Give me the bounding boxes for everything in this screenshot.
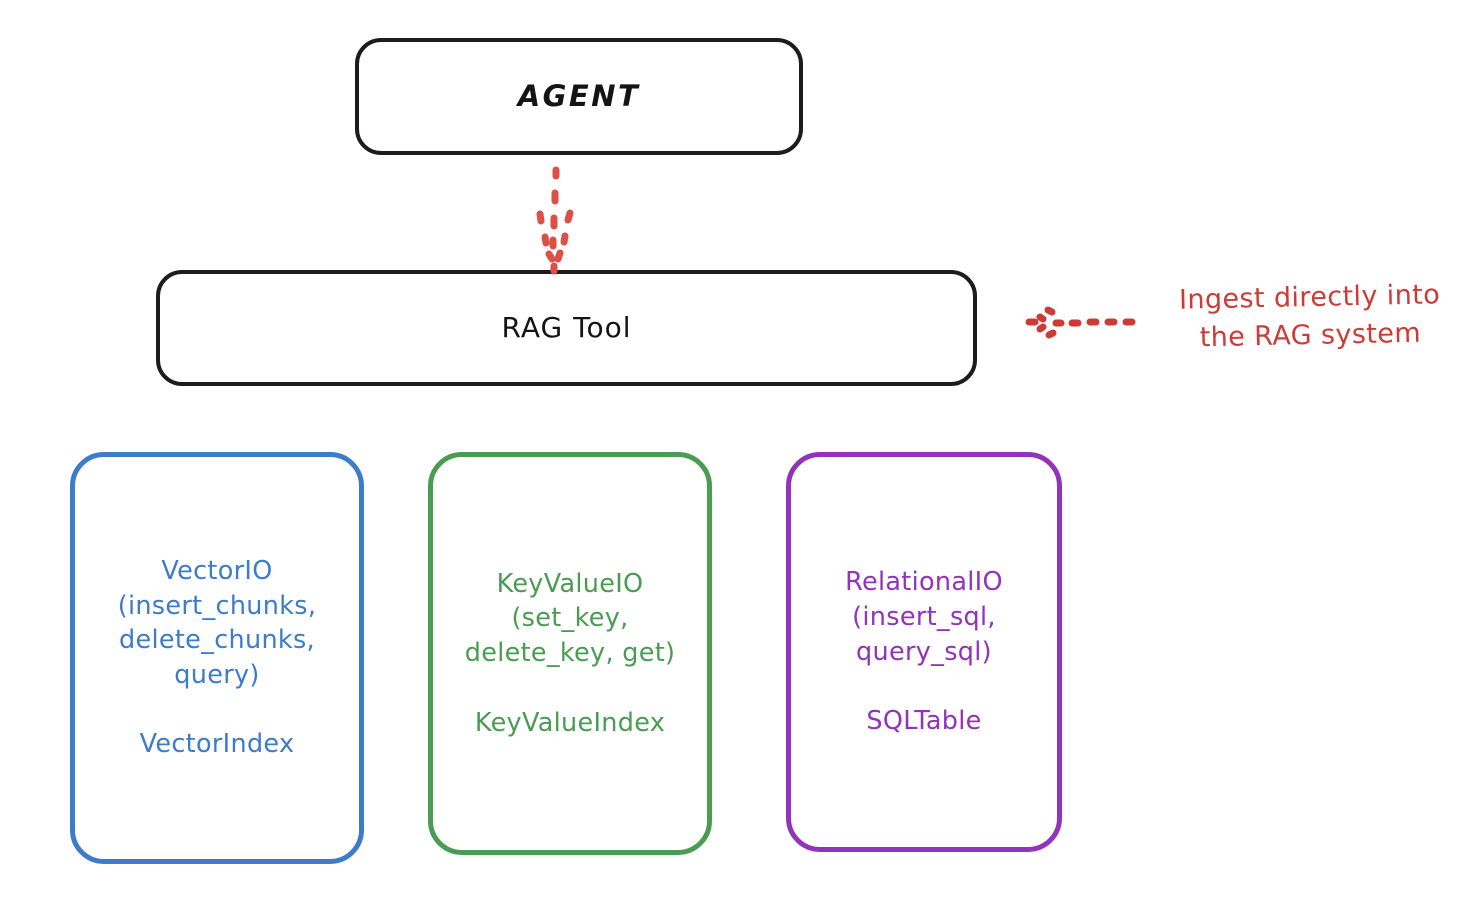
rag-tool-node[interactable]: RAG Tool bbox=[156, 270, 977, 386]
ingest-annotation-text: Ingest directly into the RAG system bbox=[1178, 279, 1441, 354]
ingest-to-rag-tool-arrow-icon bbox=[1025, 306, 1136, 339]
agent-node[interactable]: AGENT bbox=[355, 38, 803, 155]
vector-io-node[interactable]: VectorIO (insert_chunks, delete_chunks, … bbox=[70, 452, 364, 864]
agent-to-rag-tool-arrow-icon bbox=[536, 166, 574, 275]
key-value-io-node-label: KeyValueIO (set_key, delete_key, get) Ke… bbox=[464, 568, 676, 738]
relational-io-node[interactable]: RelationalIO (insert_sql, query_sql) SQL… bbox=[786, 452, 1062, 852]
rag-tool-node-label: RAG Tool bbox=[501, 310, 632, 344]
relational-io-node-label: RelationalIO (insert_sql, query_sql) SQL… bbox=[845, 567, 1003, 736]
agent-node-label: AGENT bbox=[517, 79, 641, 114]
vector-io-node-label: VectorIO (insert_chunks, delete_chunks, … bbox=[117, 555, 317, 760]
key-value-io-node[interactable]: KeyValueIO (set_key, delete_key, get) Ke… bbox=[428, 452, 712, 855]
